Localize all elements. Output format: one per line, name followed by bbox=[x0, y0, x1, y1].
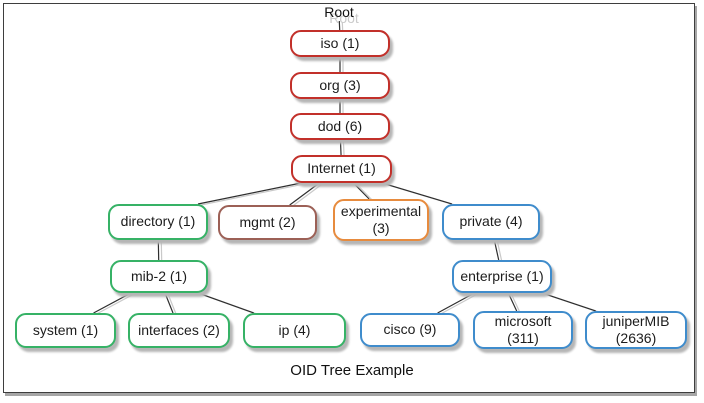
node-label: system (1) bbox=[32, 321, 99, 338]
node-interfaces: interfaces (2) bbox=[128, 313, 230, 348]
node-root: Root bbox=[315, 4, 363, 21]
node-iso: iso (1) bbox=[290, 30, 390, 57]
node-label: org (3) bbox=[319, 76, 361, 93]
node-experimental: experimental (3) bbox=[333, 199, 429, 241]
node-microsoft: microsoft (311) bbox=[473, 311, 573, 349]
node-label: enterprise (1) bbox=[460, 267, 544, 284]
node-directory: directory (1) bbox=[108, 204, 208, 240]
node-label: mib-2 (1) bbox=[130, 267, 187, 284]
node-label: private (4) bbox=[459, 213, 523, 230]
node-system: system (1) bbox=[15, 313, 116, 348]
node-label: mgmt (2) bbox=[239, 213, 296, 230]
node-label: dod (6) bbox=[317, 117, 363, 134]
node-label: interfaces (2) bbox=[138, 321, 220, 338]
node-dod: dod (6) bbox=[290, 113, 390, 140]
node-label: ip (4) bbox=[278, 321, 311, 338]
node-internet: Internet (1) bbox=[291, 155, 392, 183]
node-org: org (3) bbox=[290, 72, 390, 99]
node-ip: ip (4) bbox=[243, 313, 346, 348]
node-private: private (4) bbox=[442, 204, 540, 240]
node-label: iso (1) bbox=[320, 34, 360, 51]
node-label: directory (1) bbox=[120, 213, 196, 230]
node-label: experimental (3) bbox=[340, 202, 422, 237]
diagram-caption: OID Tree Example bbox=[290, 362, 414, 379]
node-enterprise: enterprise (1) bbox=[452, 260, 552, 293]
node-mib2: mib-2 (1) bbox=[110, 260, 208, 293]
node-label: juniperMIB (2636) bbox=[602, 312, 670, 347]
node-label: microsoft (311) bbox=[494, 312, 552, 347]
node-label: Internet (1) bbox=[307, 160, 376, 177]
node-junipermib: juniperMIB (2636) bbox=[585, 311, 687, 349]
node-label: cisco (9) bbox=[383, 321, 437, 338]
diagram-frame bbox=[3, 3, 695, 393]
node-cisco: cisco (9) bbox=[360, 313, 460, 347]
node-mgmt: mgmt (2) bbox=[218, 205, 317, 240]
node-label: Root bbox=[324, 4, 354, 21]
